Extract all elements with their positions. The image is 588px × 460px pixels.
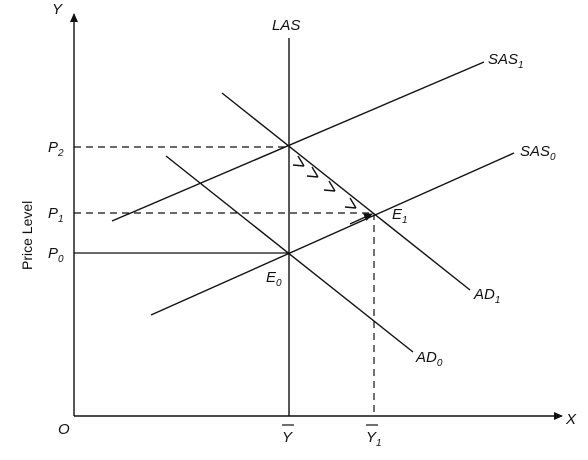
sas0-curve	[150, 152, 515, 316]
svg-text:Y1: Y1	[366, 429, 382, 449]
p2-label: P2	[48, 139, 64, 159]
ad0-curve	[165, 155, 414, 353]
sas1-label: SAS1	[488, 51, 524, 71]
shift-arrow-e1	[349, 213, 373, 225]
sas1-curve	[111, 61, 485, 222]
adjustment-path-chevrons	[292, 155, 357, 209]
y-axis-letter: Y	[52, 1, 63, 18]
p1-label: P1	[48, 205, 64, 225]
y-bar-label: Y	[282, 424, 294, 446]
ad1-label: AD1	[473, 286, 500, 306]
ad0-label: AD0	[415, 349, 443, 369]
ad1-curve	[221, 92, 471, 291]
svg-text:Y: Y	[282, 429, 293, 446]
x-axis-letter: X	[565, 411, 577, 428]
y1-bar-label: Y1	[366, 424, 382, 449]
p0-label: P0	[48, 245, 64, 265]
las-label: LAS	[272, 17, 300, 34]
sas0-label: SAS0	[520, 143, 556, 163]
y-axis-title: Price Level	[19, 201, 35, 270]
origin-label: O	[58, 421, 70, 438]
e0-label: E0	[266, 269, 282, 289]
e1-label: E1	[392, 206, 408, 226]
